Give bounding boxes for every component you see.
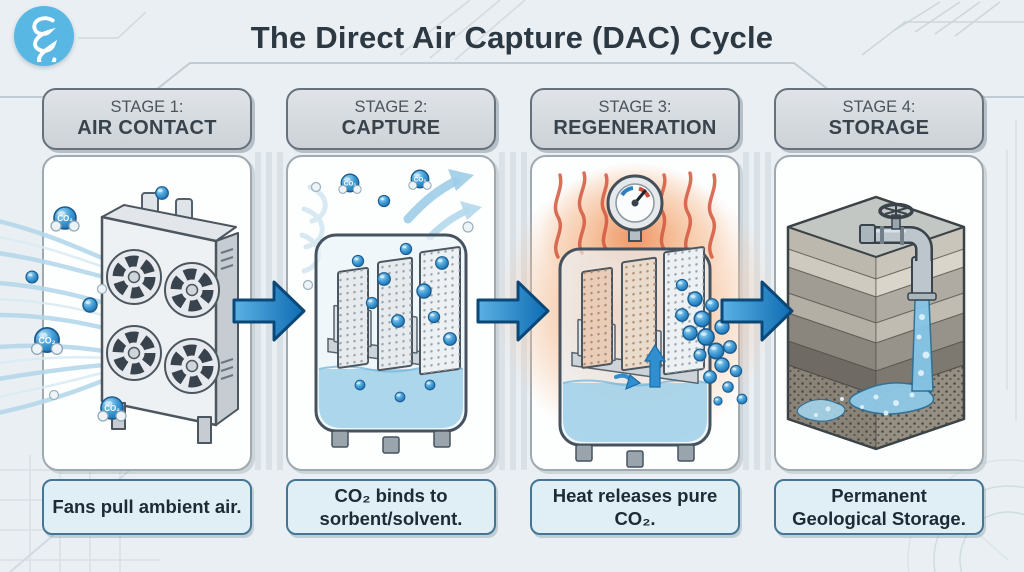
stage2-label: STAGE 2: — [354, 97, 428, 116]
stage3-name: REGENERATION — [553, 117, 717, 140]
stage1-name: AIR CONTACT — [77, 117, 217, 140]
injection-stream — [911, 299, 934, 392]
capture-tank-illustration — [299, 169, 482, 455]
stage4-illustration-panel — [774, 155, 984, 471]
stage-card-air-contact: STAGE 1: AIR CONTACT — [0, 88, 252, 535]
stage1-label: STAGE 1: — [110, 97, 184, 116]
fan-blades — [106, 249, 220, 394]
stage3-caption: Heat releases pure CO₂. — [530, 479, 740, 535]
geological-storage-illustration — [786, 195, 966, 451]
logo-monogram-icon — [32, 16, 58, 62]
stage1-caption: Fans pull ambient air. — [42, 479, 252, 535]
pressure-gauge-icon — [606, 174, 664, 242]
stage2-name: CAPTURE — [341, 117, 441, 140]
stage4-caption: Permanent Geological Storage. — [774, 479, 984, 535]
brand-logo — [14, 6, 74, 66]
stage2-caption: CO₂ binds to sorbent/solvent. — [286, 479, 496, 535]
stage-card-storage: STAGE 4: STORAGE — [774, 88, 984, 535]
co2-molecules — [25, 186, 169, 421]
stage3-illustration-panel — [495, 155, 775, 471]
geological-block — [786, 195, 966, 451]
heated-sorbent-plates — [581, 246, 705, 376]
stage-card-capture: STAGE 2: CAPTURE — [286, 88, 496, 535]
stage2-illustration-panel — [286, 155, 496, 471]
fan-array-illustration — [0, 186, 239, 444]
stage4-label: STAGE 4: — [842, 97, 916, 116]
right-edge-lines — [1006, 120, 1017, 420]
flow-arrow-stage3-to-stage4 — [720, 280, 794, 342]
fan-unit — [100, 192, 239, 444]
flow-arrow-stage1-to-stage2 — [232, 280, 306, 342]
stage-card-regeneration: STAGE 3: REGENERATION Heat releases pure… — [495, 88, 775, 535]
stage3-header: STAGE 3: REGENERATION — [530, 88, 740, 150]
regeneration-illustration — [495, 162, 775, 469]
heat-waves — [553, 171, 717, 259]
stage4-name: STORAGE — [828, 117, 930, 140]
stage4-header: STAGE 4: STORAGE — [774, 88, 984, 150]
valve-wheel-icon — [878, 202, 914, 230]
injection-pipe — [859, 224, 937, 301]
hatch-lines-top-right — [861, 1, 1024, 56]
stage2-header: STAGE 2: CAPTURE — [286, 88, 496, 150]
stage3-label: STAGE 3: — [598, 97, 672, 116]
stage1-illustration-panel — [0, 155, 252, 471]
hatch-lines-top-left — [399, 0, 526, 61]
co2-plume — [796, 382, 935, 422]
desorption-up-arrows — [614, 343, 667, 391]
stage1-header: STAGE 1: AIR CONTACT — [42, 88, 252, 150]
page-title: The Direct Air Capture (DAC) Cycle — [250, 20, 774, 55]
flow-arrow-stage2-to-stage3 — [476, 280, 550, 342]
airborne-co2-molecules — [302, 170, 474, 291]
